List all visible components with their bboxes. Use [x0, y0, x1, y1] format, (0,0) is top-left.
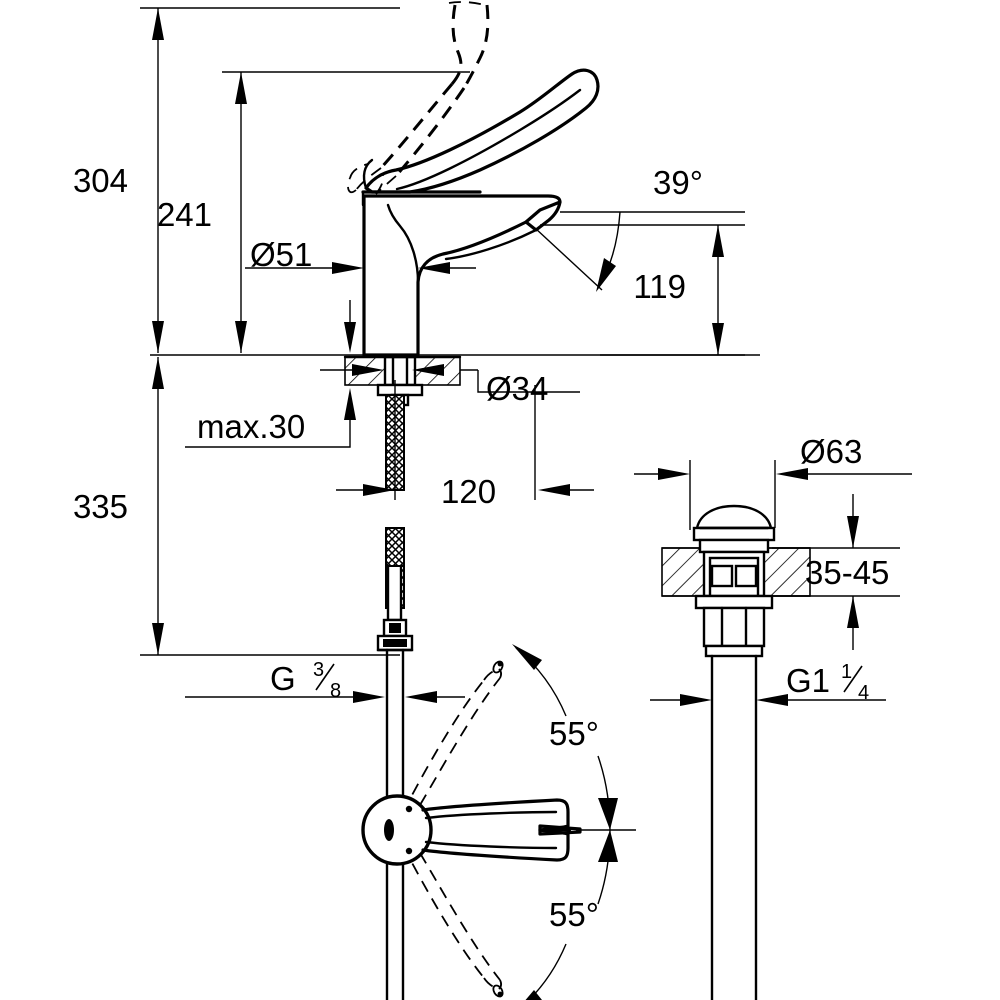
dimension-335: 335: [73, 357, 400, 656]
drain-tailpiece: [710, 654, 758, 1000]
dimension-diameter-34-label: Ø34: [486, 370, 548, 407]
faucet-body-and-spout: [362, 194, 562, 357]
drain-cap: [692, 504, 776, 542]
dimension-angle-39: 39°: [534, 164, 745, 292]
dimension-335-label: 335: [73, 488, 128, 525]
dimension-diameter-51: Ø51: [245, 236, 476, 353]
hose-connector-nut: [376, 618, 414, 652]
lever-arm-plan: [421, 798, 582, 862]
threaded-shank-lower: [385, 527, 405, 622]
lever-ghost-upper: [402, 660, 504, 813]
dimension-max-30-label: max.30: [197, 408, 305, 445]
dimension-thread-g38-denominator: 8: [330, 680, 341, 702]
dimension-angle-55-lower: 55°: [525, 829, 618, 1000]
dimension-diameter-63-label: Ø63: [800, 433, 862, 470]
dimension-thread-g114-numerator: 1: [841, 661, 852, 683]
dimension-241-label: 241: [157, 196, 212, 233]
dimension-angle-55-upper: 55°: [512, 644, 618, 831]
pop-up-waste-view: [661, 504, 811, 1000]
drain-lock-nut: [702, 606, 766, 658]
dimension-thread-g38: G 3 8: [185, 659, 465, 703]
dimension-thread-g38-numerator: 3: [313, 659, 324, 681]
faucet-lever: [362, 68, 600, 194]
dimension-thread-g38-prefix: G: [270, 660, 296, 697]
drain-deck-section-hatch: [661, 547, 811, 597]
dimension-diameter-63: Ø63: [634, 433, 912, 530]
dimension-119: 119: [540, 224, 745, 356]
dimension-diameter-51-label: Ø51: [250, 236, 312, 273]
dimension-angle-55-upper-label: 55°: [549, 715, 599, 752]
dimension-304: 304: [73, 7, 400, 353]
dimension-angle-39-label: 39°: [653, 164, 703, 201]
dimension-thread-g114-denominator: 4: [858, 682, 869, 704]
dimension-119-label: 119: [633, 268, 686, 305]
drain-body: [694, 538, 774, 610]
dimension-diameter-34: Ø34: [320, 364, 580, 407]
dimension-thread-g114-prefix: G1: [786, 662, 830, 699]
dimension-thread-g114: G1 1 4: [650, 661, 886, 706]
lever-swivel-plan-view: [361, 660, 636, 998]
lever-hub: [361, 794, 433, 866]
faucet-cartridge-collar: [361, 190, 482, 207]
lever-ghost-lower: [402, 845, 504, 998]
dimension-120: 120: [336, 380, 594, 510]
dimension-241: 241: [157, 71, 470, 353]
dimension-120-label: 120: [441, 473, 496, 510]
dimension-max-30: max.30: [185, 388, 356, 448]
dimension-304-label: 304: [73, 162, 128, 199]
dimension-35-45: 35-45: [772, 494, 900, 650]
dimension-angle-55-lower-label: 55°: [549, 896, 599, 933]
dimension-35-45-label: 35-45: [805, 554, 889, 591]
